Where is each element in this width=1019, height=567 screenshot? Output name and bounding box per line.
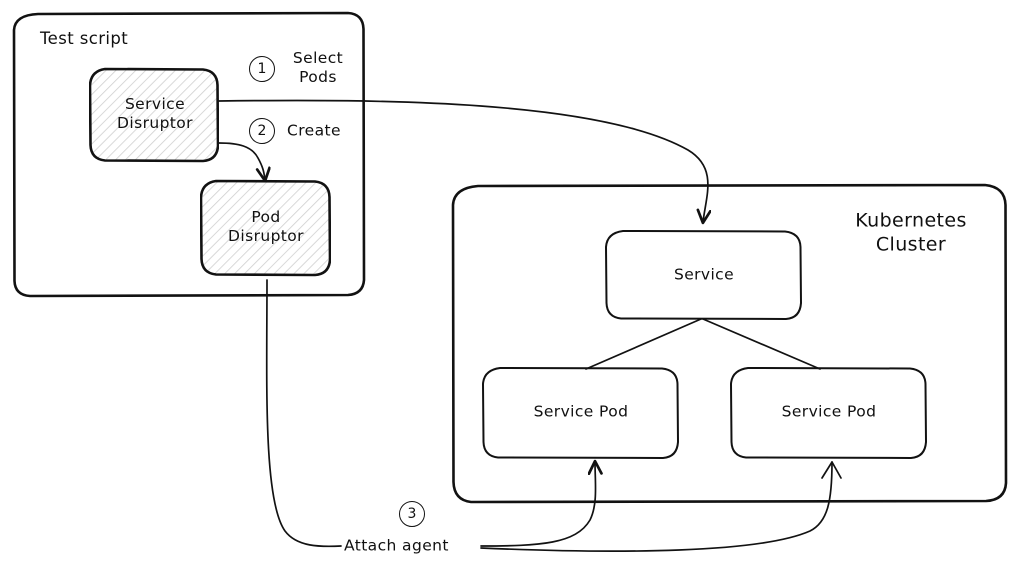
node-label-service-disruptor: Service Disruptor	[117, 95, 193, 132]
node-label-pod-disruptor: Pod Disruptor	[228, 208, 304, 245]
node-label-service: Service	[673, 265, 735, 284]
edge-step2-create	[218, 142, 265, 180]
node-service-disruptor[interactable]	[88, 67, 220, 164]
group-test-script	[12, 11, 366, 298]
edge-service-to-pod-right	[702, 318, 821, 370]
group-label-kubernetes-cluster: Kubernetes Cluster	[855, 209, 967, 256]
step-label-select-pods: Select Pods	[292, 49, 344, 86]
edge-service-to-pod-left	[585, 318, 702, 370]
node-service-pod-left-shape	[482, 367, 679, 459]
group-kubernetes-cluster	[451, 183, 1008, 504]
edge-step3-arrowhead-right	[821, 461, 842, 479]
step-number-2: 2	[249, 118, 275, 144]
service-disruptor-shape	[88, 67, 220, 163]
edge-step3-to-pod-left	[480, 462, 596, 547]
node-service-pod-right-shape	[730, 367, 927, 459]
step-label-create: Create	[287, 121, 341, 140]
step-number-3: 3	[399, 501, 425, 527]
group-label-test-script: Test script	[40, 28, 129, 48]
edge-step1-select-pods	[218, 99, 708, 222]
node-label-service-pod-left: Service Pod	[533, 402, 629, 421]
step-number-1: 1	[249, 56, 275, 82]
edge-step3-to-pod-right	[480, 461, 833, 552]
edge-step3-trunk	[265, 279, 342, 548]
step-label-attach-agent: Attach agent	[344, 536, 449, 555]
node-pod-disruptor[interactable]	[199, 179, 332, 278]
node-label-service-pod-right: Service Pod	[781, 402, 877, 421]
pod-disruptor-shape	[199, 179, 332, 277]
node-service-shape	[605, 230, 802, 320]
